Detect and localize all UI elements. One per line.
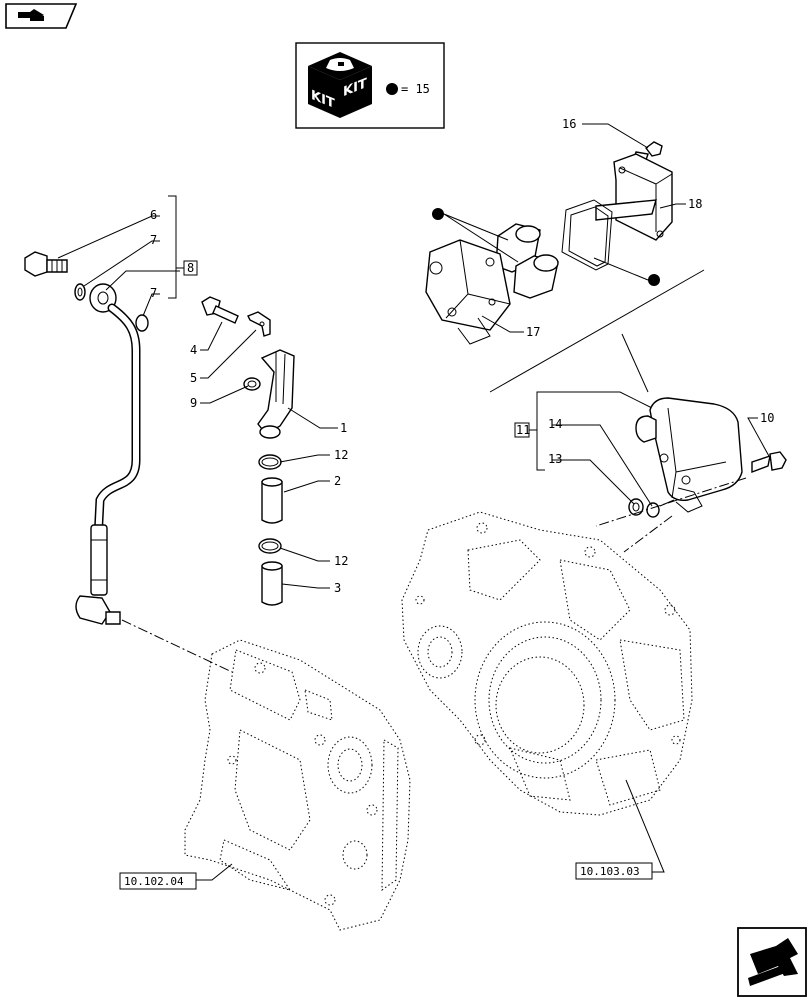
flywheel-housing [401,511,693,816]
callout-16[interactable]: 16 [562,117,576,131]
callout-9[interactable]: 9 [190,396,197,410]
thermostat-assembly [628,397,787,518]
callout-1[interactable]: 1 [340,421,347,435]
nav-forward-icon[interactable] [737,927,807,997]
reference-10-103-03[interactable]: 10.103.03 [580,865,640,878]
kit-cube-icon: KIT KIT [308,52,372,118]
callout-3[interactable]: 3 [334,581,341,595]
callout-7-upper[interactable]: 7 [150,233,157,247]
nav-back-icon[interactable] [5,3,78,29]
callout-8[interactable]: 8 [187,261,194,275]
hose-and-clamp-parts [201,296,295,606]
callout-6[interactable]: 6 [150,208,157,222]
kit-legend-box: KIT KIT = 15 [295,42,445,129]
callout-12-upper[interactable]: 12 [334,448,348,462]
callout-7-lower[interactable]: 7 [150,286,157,300]
kit-equals-text: = 15 [401,82,430,96]
callout-14[interactable]: 14 [548,417,562,431]
callout-11[interactable]: 11 [516,423,530,437]
kit-dot-icon [386,83,398,95]
thermostat-housing-assembly [425,141,673,345]
reference-10-102-04[interactable]: 10.102.04 [124,875,184,888]
callout-2[interactable]: 2 [334,474,341,488]
callout-18[interactable]: 18 [688,197,702,211]
callout-12-lower[interactable]: 12 [334,554,348,568]
timing-cover-housing [184,639,411,931]
callout-13[interactable]: 13 [548,452,562,466]
callout-17[interactable]: 17 [526,325,540,339]
callout-10[interactable]: 10 [760,411,774,425]
callout-4[interactable]: 4 [190,343,197,357]
oil-pipe-assembly [24,251,149,625]
callout-5[interactable]: 5 [190,371,197,385]
